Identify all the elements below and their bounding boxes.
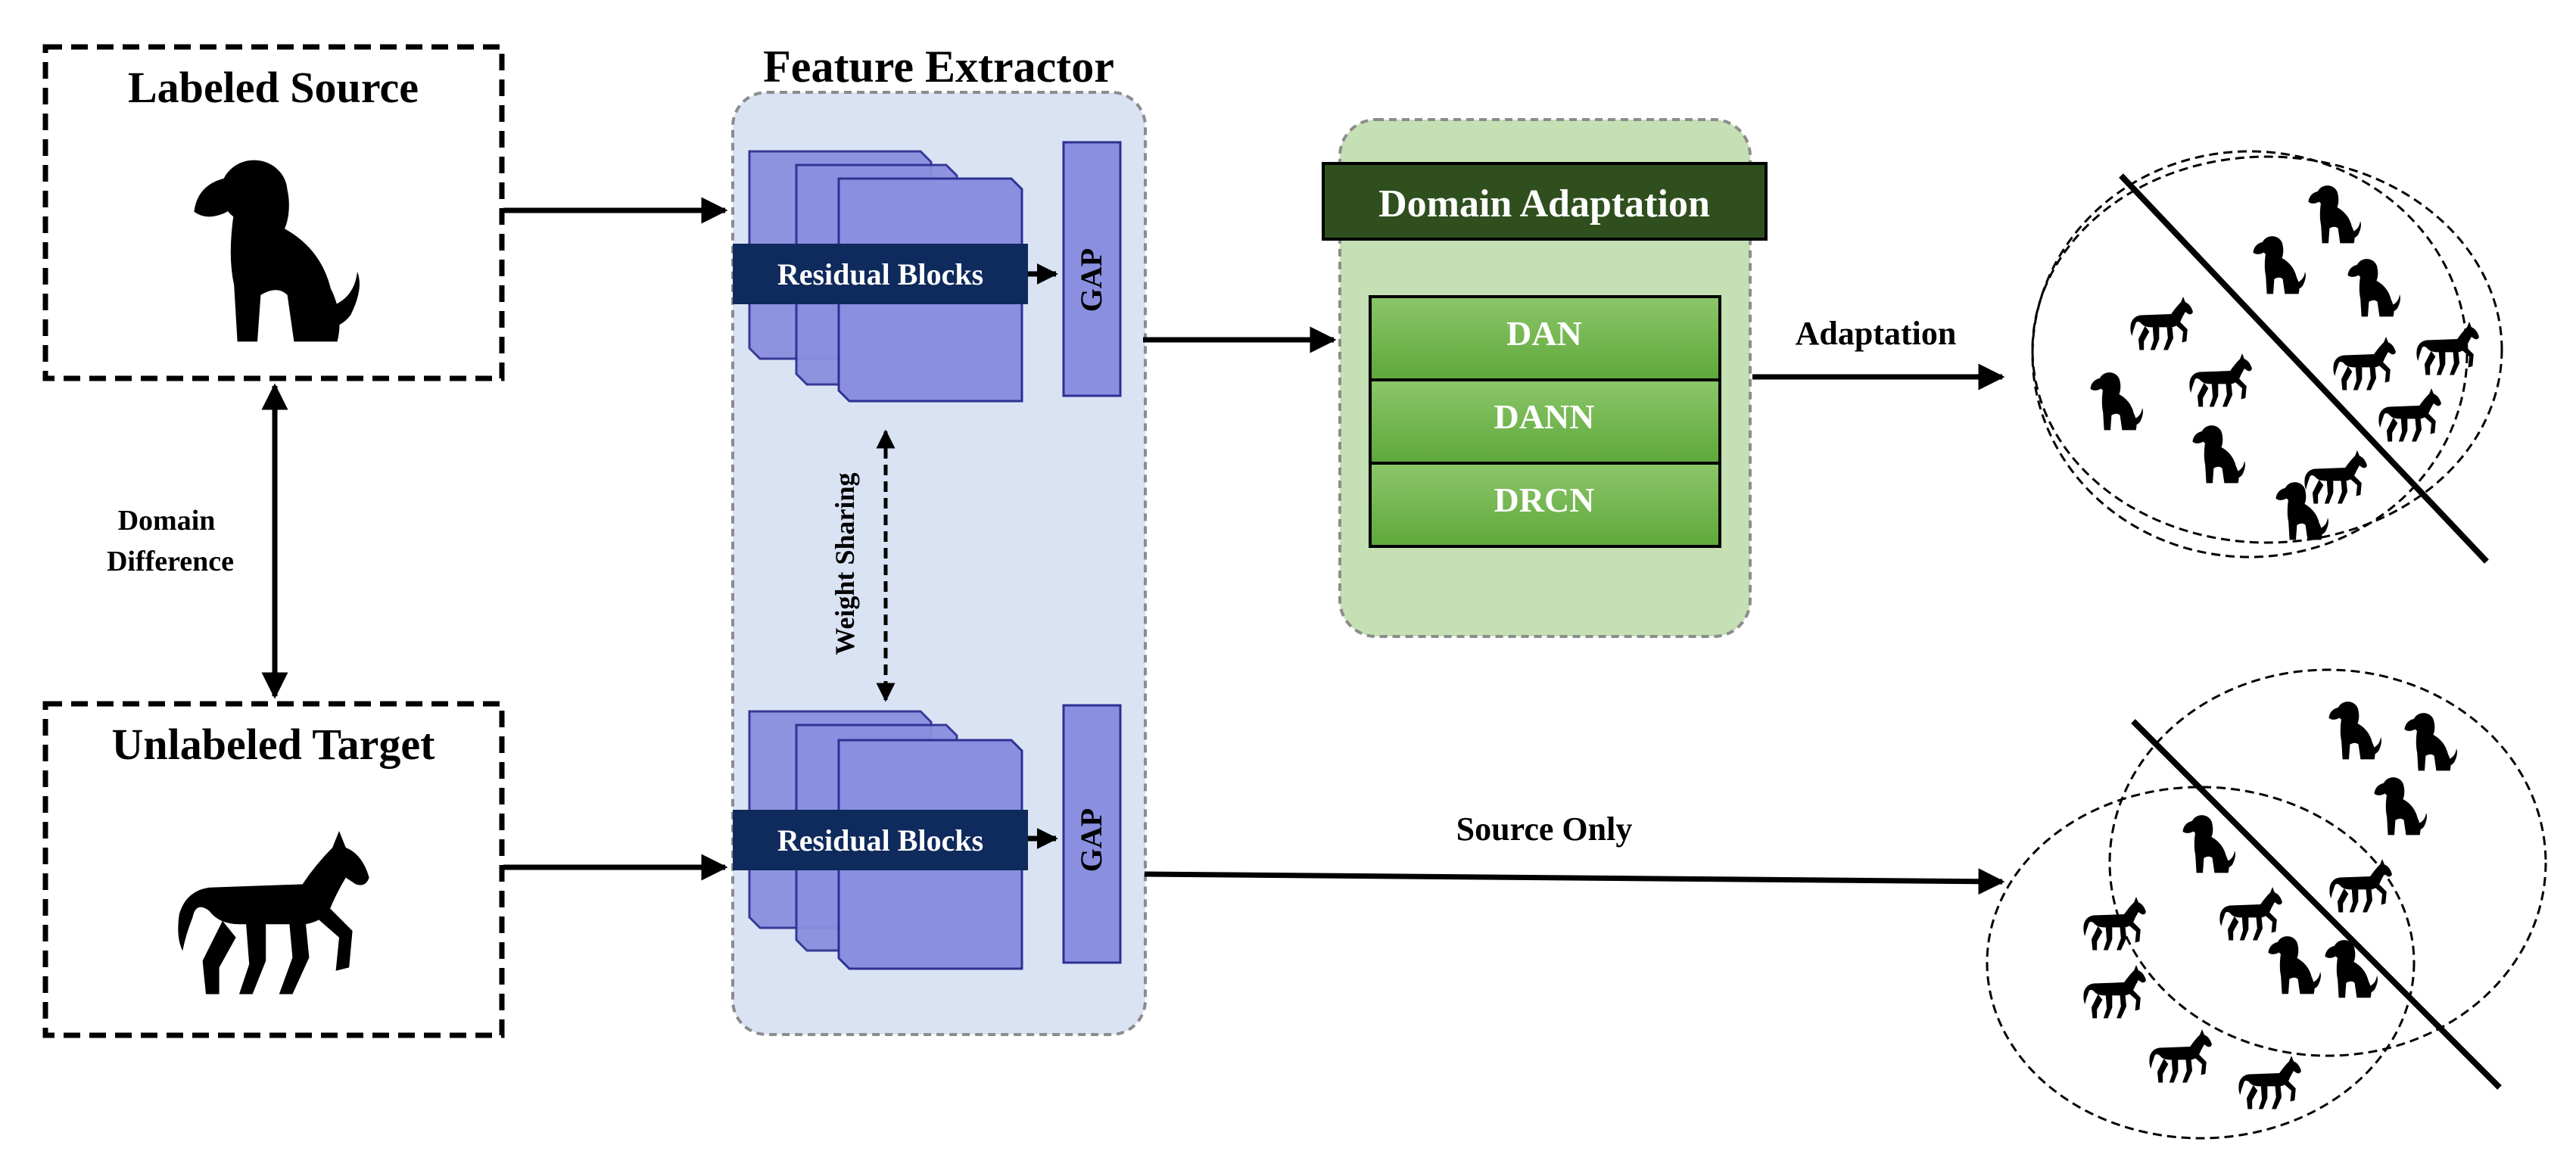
residual-blocks-top-label: Residual Blocks (777, 257, 983, 291)
source-only-arrow (1144, 868, 2005, 895)
decision-boundary-top (2119, 173, 2489, 564)
method-dann: DANN (1494, 397, 1595, 436)
adapted-feature-space (2031, 150, 2503, 564)
domain-adaptation-panel: Domain Adaptation DAN DANN DRCN (1322, 118, 1768, 638)
unlabeled-target-title: Unlabeled Target (112, 720, 436, 769)
labeled-source-box: Labeled Source (42, 44, 505, 381)
feature-extractor-panel: Feature Extractor Residual Blocks GAP Re (731, 42, 1147, 1036)
method-dan: DAN (1506, 314, 1582, 353)
labeled-source-title: Labeled Source (128, 63, 419, 112)
residual-blocks-bottom: Residual Blocks GAP (733, 704, 1122, 970)
source-dog-cluster-bottom (2182, 702, 2457, 998)
decision-boundary-bottom (2131, 719, 2502, 1090)
feature-extractor-title: Feature Extractor (763, 42, 1114, 92)
weight-sharing-label: Weight Sharing (830, 472, 860, 655)
unlabeled-target-box: Unlabeled Target (42, 701, 505, 1038)
source-only-label: Source Only (1456, 811, 1633, 848)
adaptation-label: Adaptation (1796, 315, 1957, 352)
residual-blocks-bottom-label: Residual Blocks (777, 823, 983, 857)
source-only-feature-space (1986, 668, 2547, 1140)
domain-difference-line2: Difference (107, 546, 234, 577)
gap-top-label: GAP (1074, 248, 1108, 312)
method-drcn: DRCN (1494, 481, 1595, 519)
domain-difference-line1: Domain (118, 505, 216, 537)
target-horse-cluster-top (2130, 297, 2479, 504)
domain-adaptation-title: Domain Adaptation (1378, 182, 1710, 226)
gap-bottom-label: GAP (1074, 808, 1108, 872)
residual-blocks-top: Residual Blocks GAP (733, 141, 1122, 403)
methods-stack: DAN DANN DRCN (1369, 295, 1721, 548)
